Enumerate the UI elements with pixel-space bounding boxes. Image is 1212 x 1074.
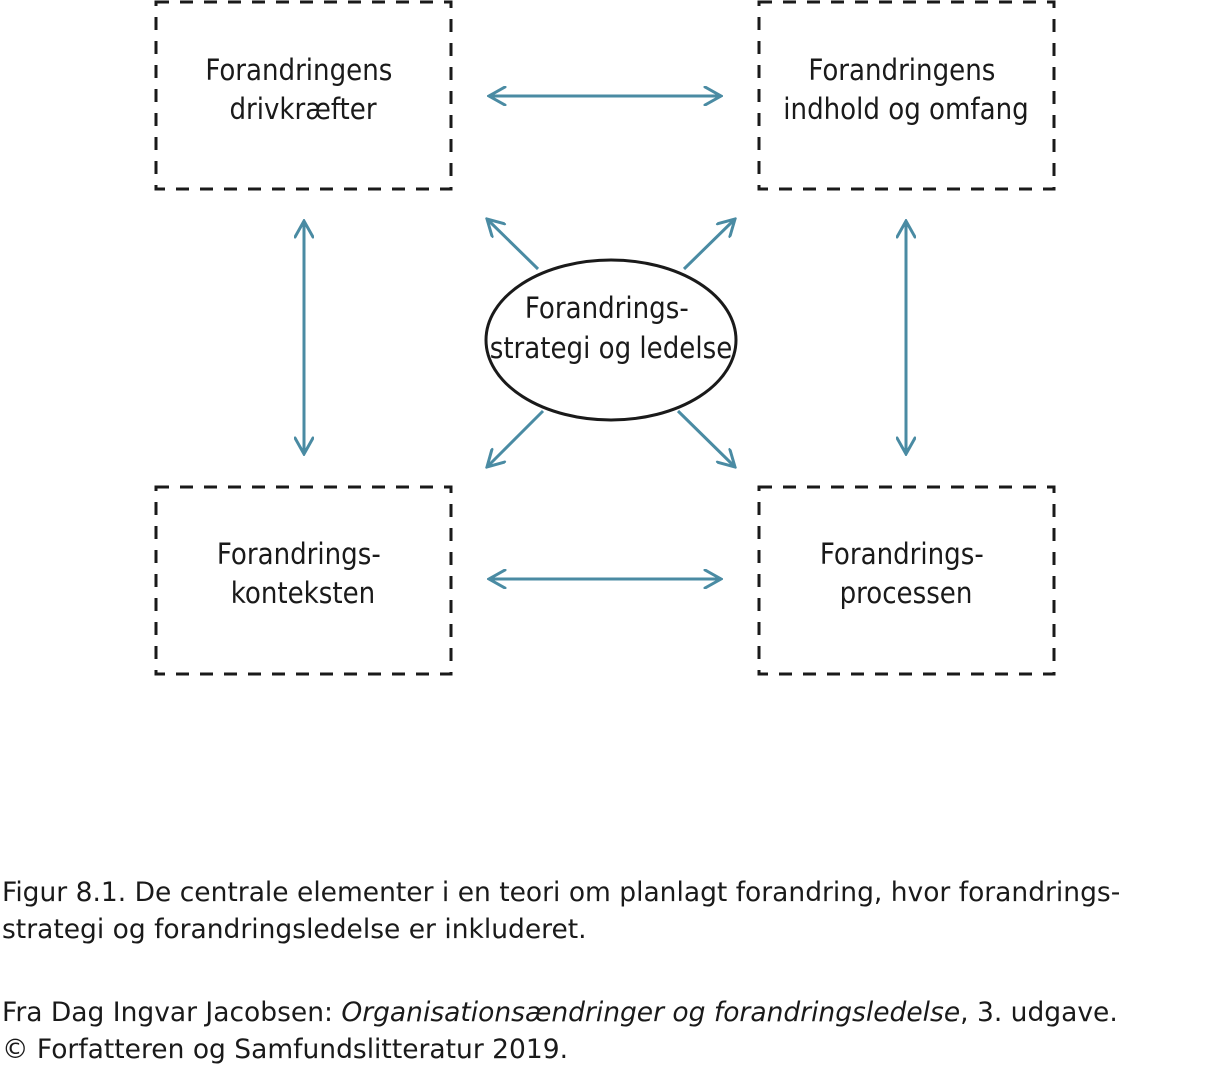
book-title: Organisationsændringer og forandringsled… [341, 997, 961, 1028]
box-content [757, 0, 1056, 191]
figure-caption-line-2: strategi og forandringsledelse er inklud… [2, 914, 587, 945]
arrow-strategy-to-context [487, 409, 545, 467]
box-drivers [154, 0, 453, 191]
label-content: Forandringens indhold og omfang [783, 53, 1028, 126]
arrow-strategy-to-process [676, 409, 735, 467]
arrows [304, 96, 906, 579]
copyright-line: © Forfatteren og Samfundslitteratur 2019… [2, 1034, 569, 1065]
label-drivers: Forandringens drivkræfter [205, 53, 400, 126]
source-note: Fra Dag Ingvar Jacobsen: Organisationsæn… [2, 994, 1208, 1068]
figure-caption: Figur 8.1. De centrale elementer i en te… [2, 874, 1208, 948]
strategy-ellipse [484, 258, 738, 422]
source-prefix: Fra Dag Ingvar Jacobsen: [2, 997, 342, 1028]
label-process: Forandrings- processen [820, 537, 992, 610]
source-suffix: , 3. udgave. [960, 997, 1118, 1028]
label-context: Forandrings- konteksten [217, 537, 389, 610]
arrow-strategy-to-content [682, 219, 735, 271]
change-theory-diagram: Forandringens drivkræfter Forandringens … [154, 0, 1056, 676]
arrow-strategy-to-drivers [487, 219, 540, 271]
box-process [757, 485, 1056, 676]
box-context [154, 485, 453, 676]
source-line: Fra Dag Ingvar Jacobsen: Organisationsæn… [2, 994, 1208, 1031]
label-strategy: Forandrings- strategi og ledelse [490, 291, 733, 365]
figure-caption-line-1: Figur 8.1. De centrale elementer i en te… [2, 877, 1121, 908]
